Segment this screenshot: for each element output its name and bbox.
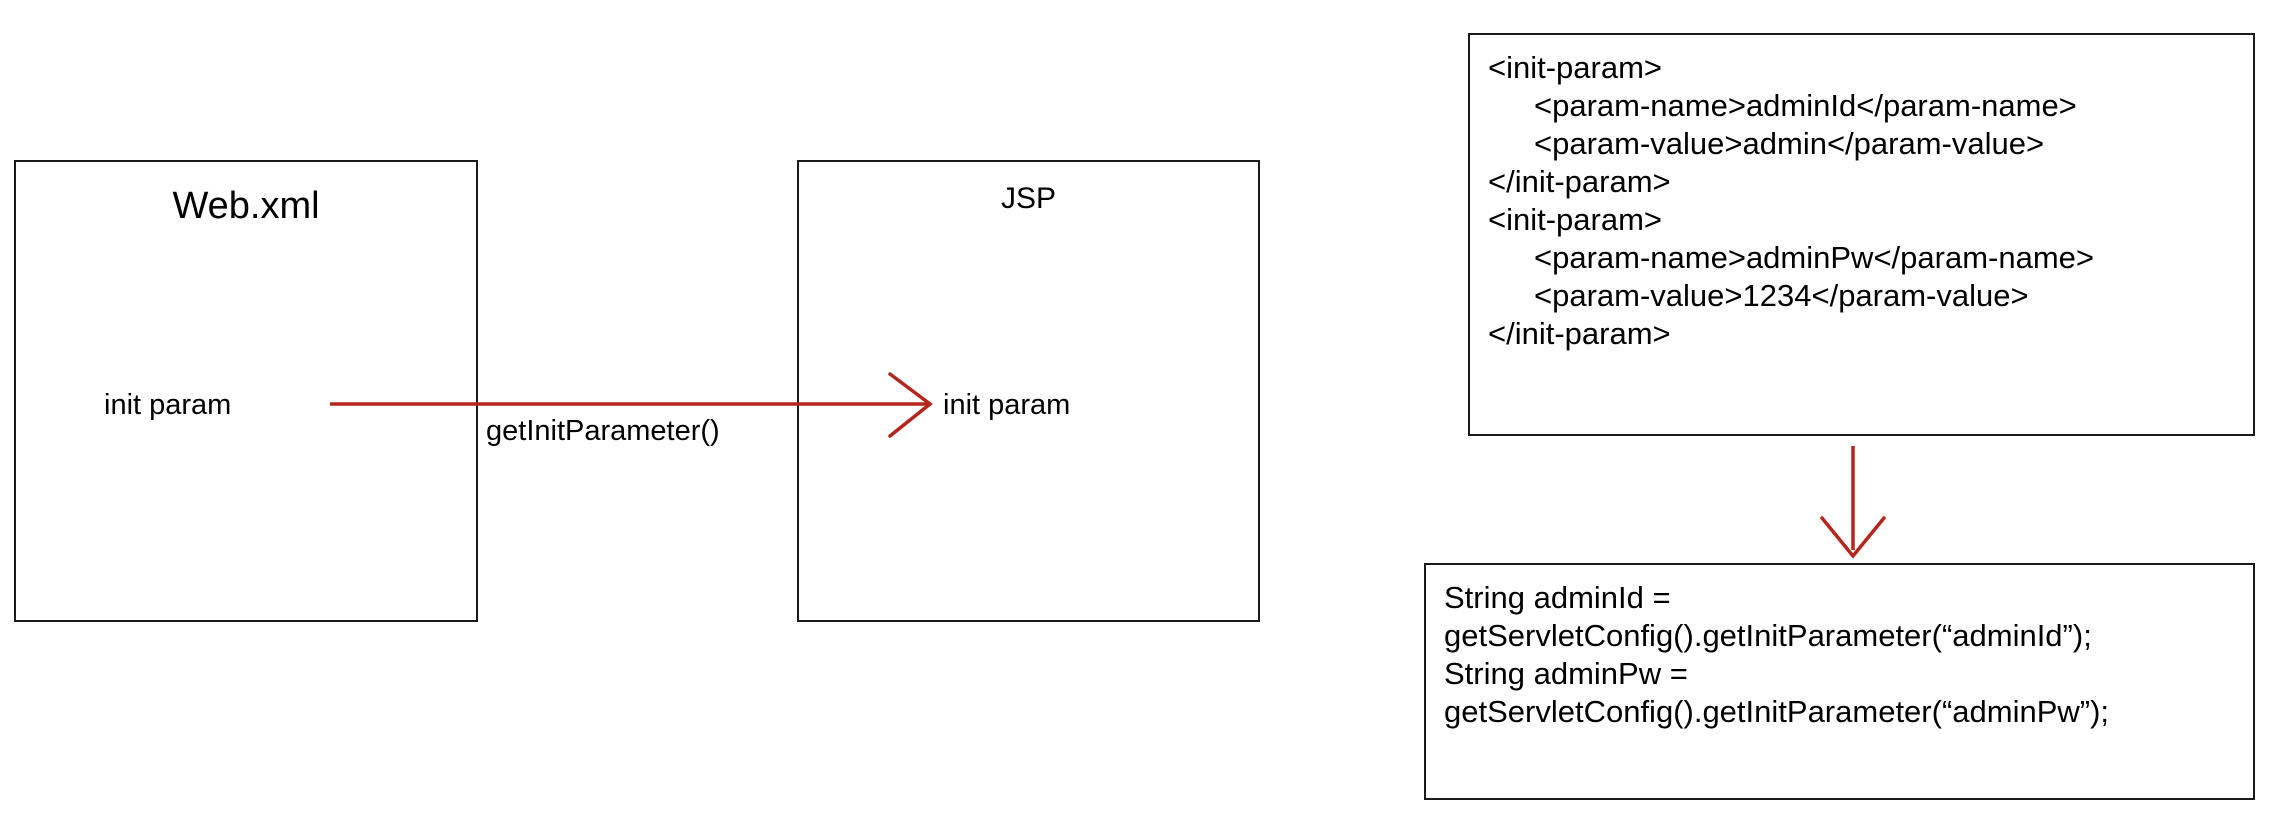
connector-get-init-parameter <box>330 368 940 448</box>
xml-snippet-box: <init-param> <param-name>adminId</param-… <box>1468 33 2255 436</box>
node-jsp-sublabel: init param <box>943 389 1071 421</box>
xml-line: <param-value>admin</param-value> <box>1534 126 2045 161</box>
arrow-down-icon <box>1820 446 1886 559</box>
xml-line: <param-name>adminId</param-name> <box>1534 88 2077 123</box>
node-web-xml: Web.xml init param <box>14 160 478 622</box>
xml-line: <param-name>adminPw</param-name> <box>1534 240 2094 275</box>
java-line: String adminPw = <box>1444 656 1688 691</box>
java-line: getServletConfig().getInitParameter(“adm… <box>1444 694 2110 729</box>
connector-label: getInitParameter() <box>486 415 720 447</box>
node-web-xml-title: Web.xml <box>172 185 320 227</box>
connector-arrow-icon <box>330 372 933 438</box>
java-snippet-box: String adminId = getServletConfig().getI… <box>1424 563 2255 800</box>
xml-line: <param-value>1234</param-value> <box>1534 278 2029 313</box>
xml-line: </init-param> <box>1488 316 1671 351</box>
node-jsp-title: JSP <box>1000 182 1057 215</box>
node-web-xml-sublabel: init param <box>104 389 232 421</box>
flow-arrow-down <box>1800 446 1910 566</box>
java-line: getServletConfig().getInitParameter(“adm… <box>1444 618 2092 653</box>
java-line: String adminId = <box>1444 580 1671 615</box>
xml-line: <init-param> <box>1488 50 1663 85</box>
node-jsp: JSP init param <box>797 160 1260 622</box>
xml-line: </init-param> <box>1488 164 1671 199</box>
xml-line: <init-param> <box>1488 202 1663 237</box>
